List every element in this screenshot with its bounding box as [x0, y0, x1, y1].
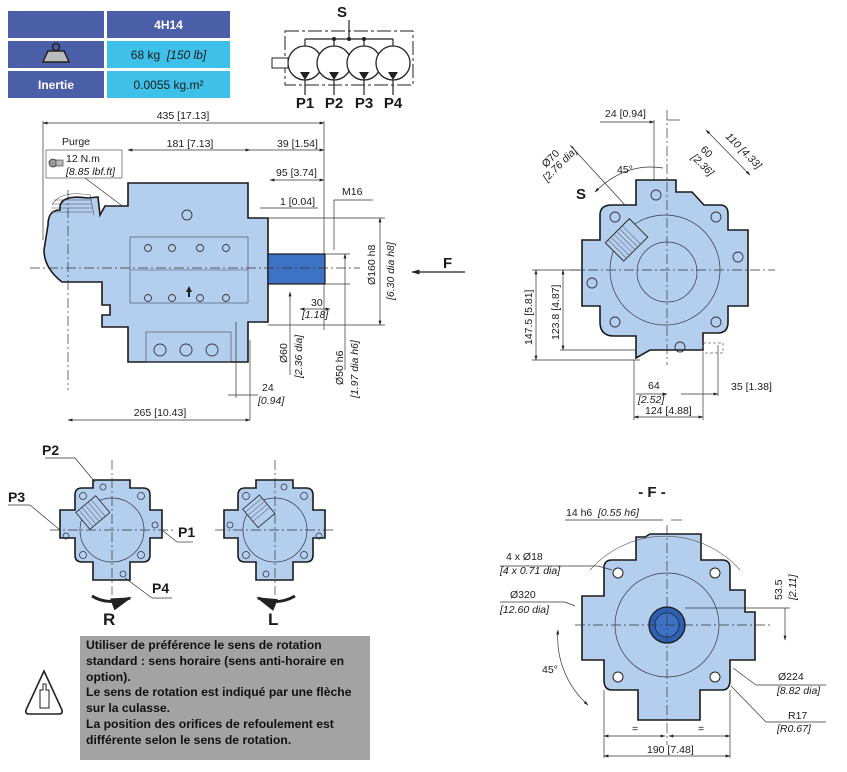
- side-view: 435 [17.13] Purge 12 N.m [8.85 lbf.ft] 1…: [30, 110, 465, 422]
- note-line-1: Utiliser de préférence le sens de rotati…: [86, 638, 345, 684]
- front-dim-key: 14 h6: [566, 507, 592, 519]
- dim-shaft-dia-imperial: [1.97 dia h6]: [349, 339, 361, 399]
- end-dim-147: 147.5 [5.81]: [523, 289, 535, 345]
- dim-d60: Ø60: [278, 343, 290, 363]
- force-arrow-label: F: [443, 255, 452, 272]
- dim-body-length: 181 [7.13]: [167, 138, 214, 150]
- schematic-port-p2: P2: [325, 95, 343, 112]
- weight-icon-cell: [8, 41, 104, 68]
- rot-port-p4: P4: [152, 580, 169, 596]
- dim-30: 30: [311, 297, 323, 309]
- front-radius: R17: [788, 710, 807, 722]
- end-dim-24: 24 [0.94]: [605, 108, 646, 120]
- rotation-note: Utiliser de préférence le sens de rotati…: [80, 636, 370, 760]
- note-line-2: Le sens de rotation est indiqué par une …: [86, 685, 352, 716]
- thread-label: M16: [342, 186, 363, 198]
- end-view: 24 [0.94] Ø70 [2.76 dia] 45° S 60 [2.36]…: [523, 108, 775, 420]
- front-dim-bolt-circle: Ø320: [510, 589, 536, 601]
- front-view-title: - F -: [638, 484, 666, 501]
- dim-1: 1 [0.04]: [280, 196, 315, 208]
- output-shaft: [267, 253, 326, 285]
- dim-pilot-dia-imperial: [6.30 dia h8]: [385, 241, 397, 301]
- front-dim-224: Ø224: [778, 671, 804, 683]
- front-radius-imperial: [R0.67]: [776, 723, 812, 735]
- model-name: 4H14: [107, 11, 230, 38]
- front-dim-53: 53.5: [773, 579, 785, 600]
- dim-39: 39 [1.54]: [277, 138, 318, 150]
- purge-torque: 12 N.m: [66, 153, 100, 165]
- front-equal-left: =: [632, 723, 638, 735]
- front-view: - F - 14 h6 [0.55 h6] 4 x Ø18 [4 x 0.71 …: [499, 484, 826, 758]
- rotation-view-left: L: [215, 460, 335, 629]
- end-dim-64-imperial: [2.52]: [637, 394, 665, 406]
- note-line-3: La position des orifices de refoulement …: [86, 716, 334, 747]
- end-dim-64: 64: [648, 380, 660, 392]
- dim-265: 265 [10.43]: [134, 407, 187, 419]
- front-dim-width: 190 [7.48]: [647, 744, 694, 756]
- schematic-port-p3: P3: [355, 95, 373, 112]
- rotation-ccw-arrow-icon: [256, 594, 296, 611]
- dim-95: 95 [3.74]: [276, 167, 317, 179]
- weight-icon: [41, 42, 71, 63]
- rot-port-p2: P2: [42, 442, 59, 458]
- warning-hand-icon: [25, 669, 63, 715]
- purge-screw-icon: [48, 158, 64, 168]
- spec-table: 4H14 68 kg [150 lb] Inertie 0.0055 kg.m²: [5, 8, 233, 101]
- dim-24: 24: [262, 382, 274, 394]
- rotation-view-right: P2 P3 P1 P4 R: [8, 442, 195, 629]
- schematic-port-p4: P4: [384, 95, 403, 112]
- end-supply-label: S: [576, 186, 586, 203]
- front-dim-holes-imperial: [4 x 0.71 dia]: [499, 565, 561, 577]
- dim-24-imperial: [0.94]: [257, 395, 285, 407]
- dim-30-imperial: [1.18]: [301, 309, 329, 321]
- end-dim-35: 35 [1.38]: [731, 381, 772, 393]
- purge-label: Purge: [62, 136, 90, 148]
- front-dim-bolt-circle-imperial: [12.60 dia]: [499, 604, 550, 616]
- dim-pilot-dia: Ø160 h8: [366, 245, 378, 285]
- end-dim-110: 110 [4.33]: [723, 131, 765, 173]
- front-angle-45: 45°: [542, 664, 558, 676]
- front-dim-53-imperial: [2.11]: [787, 573, 799, 601]
- hydraulic-schematic: S P1 P2 P3 P4: [271, 4, 414, 112]
- dim-overall-length: 435 [17.13]: [157, 110, 210, 122]
- rot-port-p1: P1: [178, 524, 195, 540]
- dim-shaft-dia: Ø50 h6: [334, 350, 346, 385]
- spec-header-blank: [8, 11, 104, 38]
- end-dim-124: 124 [4.88]: [645, 405, 692, 417]
- schematic-port-p1: P1: [296, 95, 314, 112]
- rotation-right-label: R: [103, 610, 115, 629]
- front-dim-224-imperial: [8.82 dia]: [776, 685, 821, 697]
- front-dim-holes: 4 x Ø18: [506, 551, 543, 563]
- schematic-s-label: S: [337, 4, 347, 21]
- end-angle-45: 45°: [617, 164, 633, 176]
- end-dim-123: 123.8 [4.87]: [550, 284, 562, 340]
- front-dim-key-imperial: [0.55 h6]: [597, 507, 640, 519]
- rotation-left-label: L: [268, 610, 278, 629]
- inertia-label: Inertie: [8, 71, 104, 98]
- rotation-cw-arrow-icon: [91, 594, 132, 611]
- inertia-value: 0.0055 kg.m²: [107, 71, 230, 98]
- front-equal-right: =: [698, 723, 704, 735]
- rotation-arrow-icon: [186, 286, 192, 297]
- rot-port-p3: P3: [8, 489, 25, 505]
- dim-d60-imperial: [2.36 dia]: [293, 334, 305, 379]
- purge-torque-imperial: [8.85 lbf.ft]: [65, 166, 116, 178]
- weight-value: 68 kg [150 lb]: [107, 41, 230, 68]
